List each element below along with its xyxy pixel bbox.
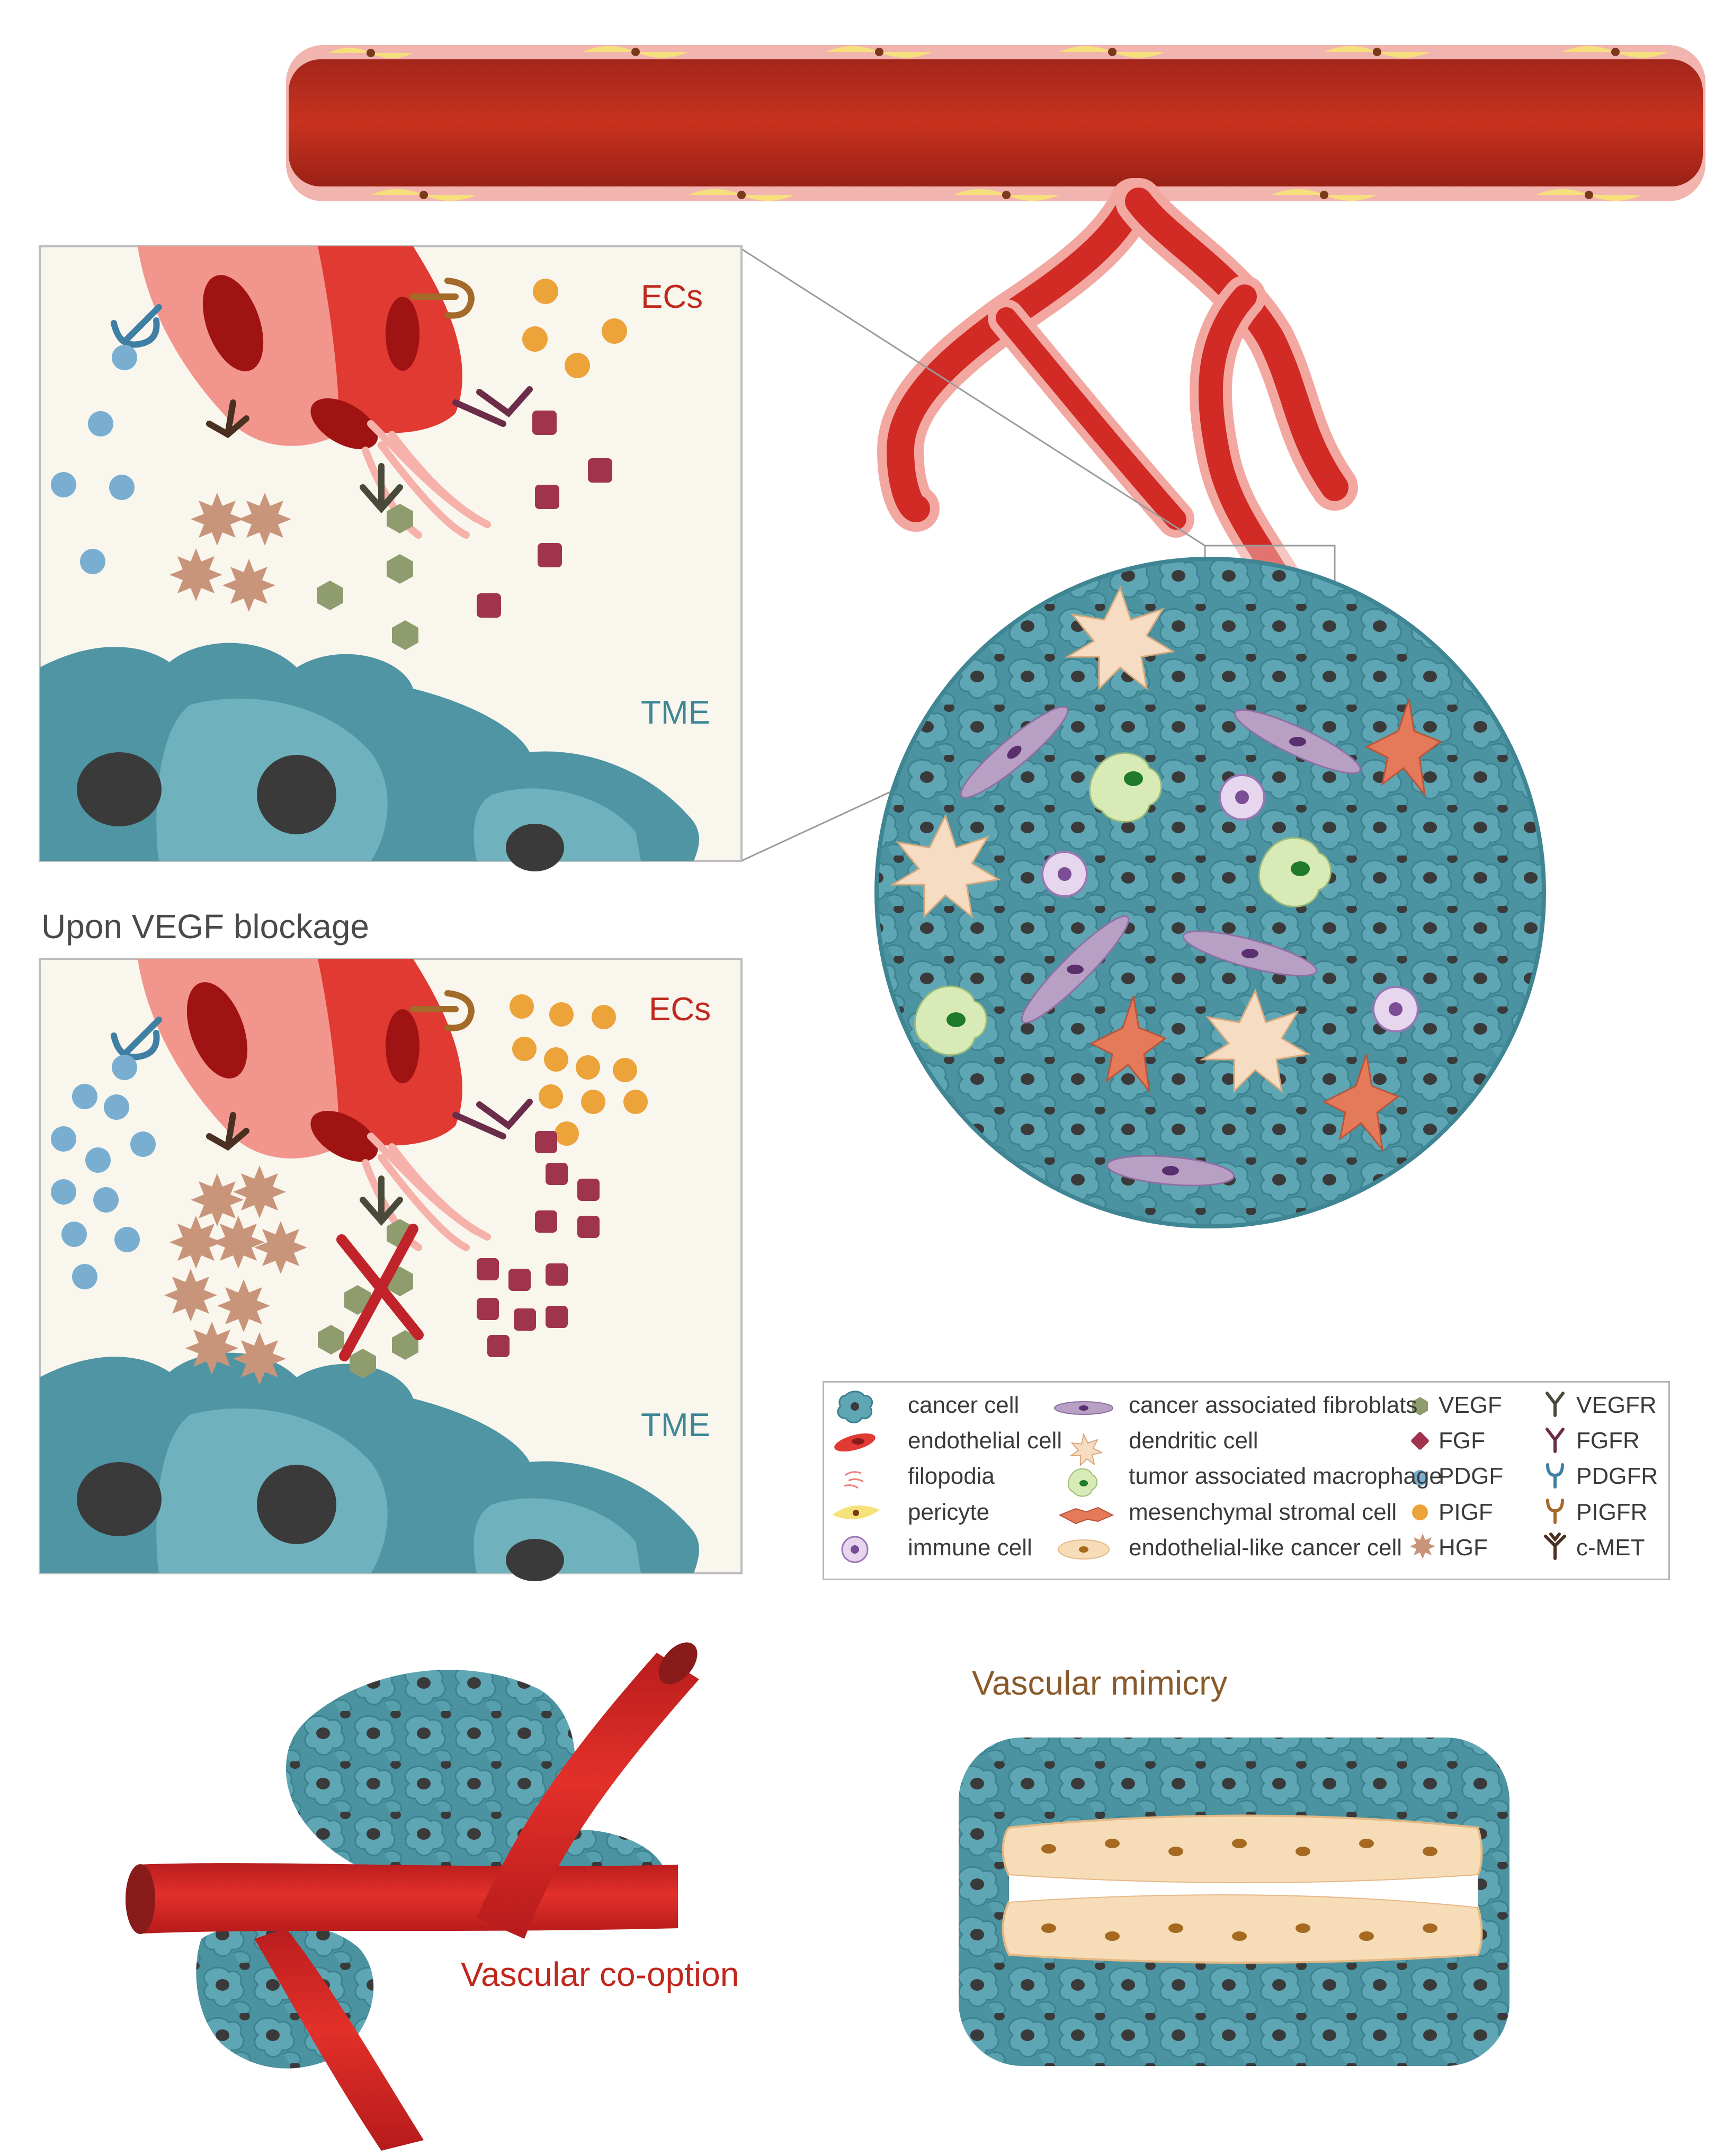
fgfr-icon <box>1546 1428 1565 1453</box>
hgf-icon <box>1410 1534 1435 1559</box>
pdgf-icon <box>1412 1470 1428 1486</box>
vegf-block-cross <box>336 1224 424 1361</box>
mesenchymal-stromal-cells <box>1089 699 1443 1153</box>
legend-pigf: PIGF <box>1439 1499 1493 1525</box>
legend-pericyte: pericyte <box>908 1499 990 1525</box>
legend-icons <box>832 1391 1566 1563</box>
dendritic-cell-icon <box>1069 1433 1103 1467</box>
legend-pigfr: PIGFR <box>1576 1499 1648 1525</box>
tumor-sphere <box>874 557 1546 1228</box>
fgf-ligands-bottom <box>477 1131 600 1357</box>
hgf-ligands-top <box>169 493 291 612</box>
fgf-icon <box>1411 1432 1429 1450</box>
panel-bottom-ecs-label: ECs <box>649 991 711 1028</box>
panel-top-tme-label: TME <box>641 694 710 731</box>
panel-top-ecs-label: ECs <box>641 279 703 315</box>
mesenchymal-stromal-cell-icon <box>1058 1507 1114 1525</box>
pdgf-ligands-bottom <box>51 1055 156 1289</box>
vegfr-icon <box>1546 1392 1565 1417</box>
vegf-icon <box>1412 1397 1428 1415</box>
cmet-icon <box>1544 1533 1566 1560</box>
legend-fgfr: FGFR <box>1576 1428 1640 1454</box>
vegf-ligands-top <box>317 504 418 650</box>
legend-hgf: HGF <box>1439 1535 1488 1561</box>
legend-cancer-associated-fibroblasts: cancer associated fibroblats <box>1129 1392 1418 1418</box>
immune-cells <box>1041 774 1419 1032</box>
panel-bottom-tme-label: TME <box>641 1407 710 1444</box>
vascular-cooption-label: Vascular co-option <box>461 1955 739 1993</box>
legend-endothelial-like-cancer-cell: endothelial-like cancer cell <box>1129 1535 1403 1561</box>
hgf-ligands-bottom <box>164 1165 307 1385</box>
pigf-icon <box>1412 1504 1428 1520</box>
panel-bottom-title: Upon VEGF blockage <box>41 907 369 946</box>
vascular-mimicry-label: Vascular mimicry <box>972 1664 1228 1702</box>
legend-vegfr: VEGFR <box>1576 1392 1657 1418</box>
legend-dendritic-cell: dendritic cell <box>1129 1428 1258 1454</box>
vascular-mimicry-art <box>959 1738 1509 2066</box>
legend: cancer cell endothelial cell filopodia p… <box>823 1381 1670 1580</box>
pigf-ligands-bottom <box>510 994 648 1146</box>
legend-tumor-associated-macrophage: tumor associated macrophage <box>1129 1463 1442 1489</box>
pigfr-icon <box>1546 1499 1564 1524</box>
pdgf-ligands-top <box>51 345 137 574</box>
legend-endothelial-cell: endothelial cell <box>908 1428 1062 1454</box>
dendritic-cells <box>889 586 1311 1093</box>
legend-mesenchymal-stromal-cell: mesenchymal stromal cell <box>1129 1499 1397 1525</box>
panel-top-art <box>39 245 743 871</box>
vascular-cooption-art <box>126 1642 699 2151</box>
main-blood-vessel <box>286 45 1705 201</box>
legend-filopodia: filopodia <box>908 1463 995 1489</box>
fgf-ligands-top <box>477 411 612 618</box>
legend-pdgfr: PDGFR <box>1576 1463 1658 1489</box>
legend-fgf: FGF <box>1439 1428 1485 1454</box>
legend-vegf: VEGF <box>1439 1392 1502 1418</box>
filopodia-icon <box>844 1471 864 1489</box>
legend-cmet: c-MET <box>1576 1535 1645 1561</box>
panel-bottom-art <box>39 958 743 1581</box>
legend-cancer-cell: cancer cell <box>908 1392 1020 1418</box>
legend-pdgf: PDGF <box>1439 1463 1504 1489</box>
pigf-ligands-top <box>522 279 627 378</box>
legend-immune-cell: immune cell <box>908 1535 1032 1561</box>
pdgfr-icon <box>1546 1463 1564 1489</box>
